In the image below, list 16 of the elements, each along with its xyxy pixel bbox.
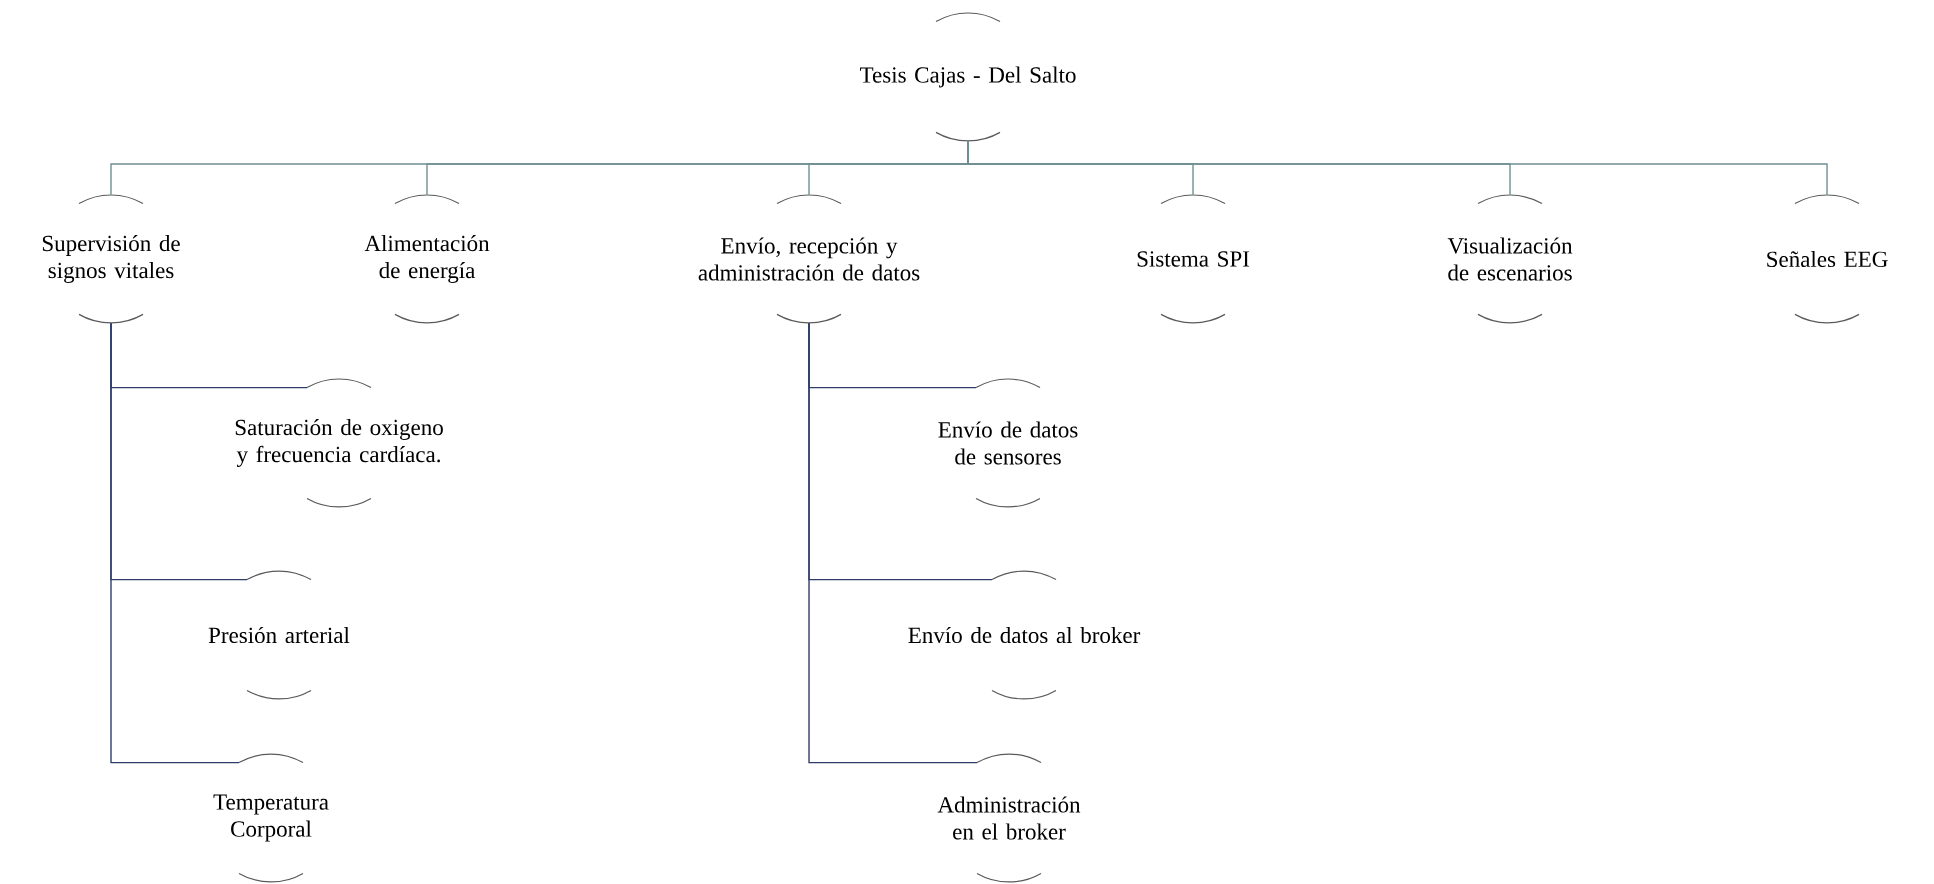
connector-line [110,322,240,764]
arc-node: Alimentación de energía [364,194,490,324]
arc-node: Saturación de oxigeno y frecuencia cardíaca. [235,378,443,508]
arc-node: Envío de datos de sensores [938,378,1078,508]
arc-node: Señales EEG [1767,194,1888,324]
arc-node: Envío, recepción y administración de datos [698,194,920,324]
arc-node: Sistema SPI [1137,194,1250,324]
arc-node: Visualización de escenarios [1447,194,1573,324]
connector-line [808,322,978,764]
arc-node: Presión arterial [208,570,350,700]
arc-node: Temperatura Corporal [213,753,329,883]
arc-node: Envío de datos al broker [908,570,1141,700]
arc-node: Tesis Cajas - Del Salto [860,12,1076,142]
arc-node: Administración en el broker [937,753,1081,883]
connector-line [967,140,1828,196]
arc-node: Supervisión de signos vitales [42,194,180,324]
